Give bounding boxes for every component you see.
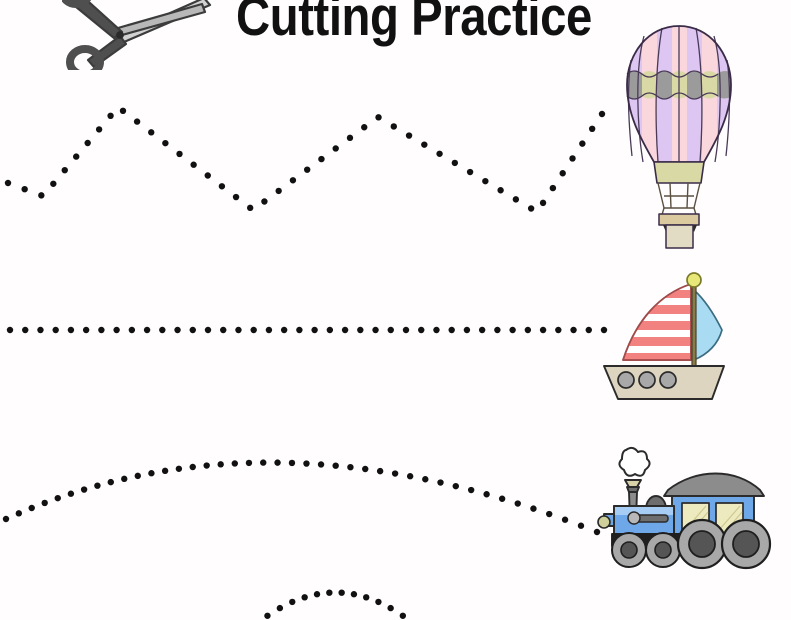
train-image <box>597 446 772 570</box>
curved-cut-line-partial <box>264 589 407 619</box>
curved-cut-line <box>2 459 601 536</box>
zigzag-cut-line <box>4 107 606 212</box>
sailboat-image <box>603 272 725 400</box>
hot-air-balloon-image <box>626 25 732 249</box>
scissors-icon <box>62 0 212 70</box>
straight-cut-line <box>6 326 608 334</box>
